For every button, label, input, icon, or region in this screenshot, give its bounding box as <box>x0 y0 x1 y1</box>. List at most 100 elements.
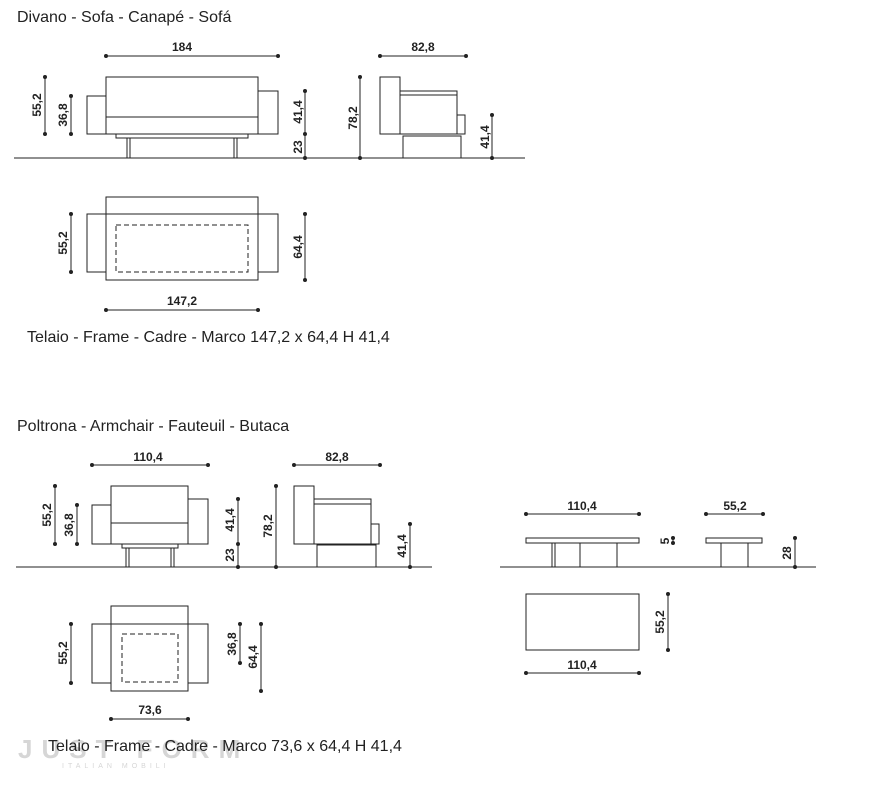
sofa-side-depth-dimension: 82,8 <box>378 40 468 58</box>
sofa-base-plate <box>115 133 249 139</box>
table-side-view <box>705 537 763 568</box>
sofa-side-arm-height-dimension: 41,4 <box>478 113 494 160</box>
sofa-height-dimension: 55,2 <box>30 75 47 136</box>
dim-label: 41,4 <box>291 100 305 124</box>
sofa-leg-height-dimension: 23 <box>291 134 307 160</box>
dim-label: 110,4 <box>133 450 163 464</box>
table-plan-width-dimension: 55,2 <box>653 592 670 652</box>
sofa-plan-right-arm <box>257 213 279 273</box>
dim-label: 64,4 <box>291 235 305 259</box>
sofa-width-dimension: 184 <box>104 40 280 58</box>
armchair-side-view <box>293 485 380 568</box>
sofa-front-view <box>14 76 525 159</box>
armchair-leg-height-dimension: 23 <box>223 544 240 569</box>
armchair-width-dimension: 110,4 <box>90 450 210 467</box>
armchair-frame-note: Telaio - Frame - Cadre - Marco 73,6 x 64… <box>48 738 402 755</box>
armchair-front-view <box>16 485 432 568</box>
table-front-view <box>500 537 816 568</box>
dim-label: 73,6 <box>138 703 162 717</box>
dim-label: 110,4 <box>567 658 597 672</box>
dim-label: 41,4 <box>223 508 237 532</box>
sofa-section-title: Divano - Sofa - Canapé - Sofá <box>17 9 232 26</box>
dim-label: 41,4 <box>478 125 492 149</box>
sofa-plan-frame-width-dimension: 147,2 <box>104 294 260 312</box>
dim-label: 184 <box>172 40 192 54</box>
sofa-arm-height-dimension: 41,4 <box>291 89 307 136</box>
dim-label: 55,2 <box>30 93 44 117</box>
armchair-side-height-dimension: 78,2 <box>261 484 278 569</box>
table-top-thickness-dimension: 5 <box>658 536 675 545</box>
armchair-arm-height-dimension: 41,4 <box>223 497 240 546</box>
dim-label: 55,2 <box>40 503 54 527</box>
armchair-side-seat <box>313 498 372 545</box>
armchair-plan-left-arm <box>91 623 113 684</box>
armchair-plan-view <box>91 605 209 692</box>
armchair-side-front <box>370 523 380 545</box>
sofa-side-seat <box>399 90 458 135</box>
table-plan-top <box>525 593 640 651</box>
dim-label: 41,4 <box>395 534 409 558</box>
armchair-plan-frame-width-dimension: 73,6 <box>109 703 190 721</box>
dim-label: 36,8 <box>62 513 76 537</box>
dim-label: 28 <box>780 546 794 560</box>
dim-label: 23 <box>291 140 305 154</box>
dim-label: 55,2 <box>723 499 747 513</box>
dim-label: 5 <box>658 537 672 544</box>
table-height-dimension: 28 <box>780 536 797 569</box>
dim-label: 110,4 <box>567 499 597 513</box>
armchair-section-title: Poltrona - Armchair - Fauteuil - Butaca <box>17 418 290 435</box>
armchair-left-arm <box>91 504 113 545</box>
armchair-plan-frame-outline <box>121 633 179 683</box>
sofa-backrest <box>105 76 259 135</box>
dim-label: 23 <box>223 548 237 562</box>
dim-label: 82,8 <box>411 40 435 54</box>
watermark-logo: JUST FORM <box>18 734 250 764</box>
table-plan-length-dimension: 110,4 <box>524 658 641 675</box>
armchair-plan-inner-depth-dimension: 36,8 <box>225 622 242 665</box>
table-width-dimension: 55,2 <box>704 499 765 516</box>
table-plan-view <box>525 593 640 651</box>
table-top <box>525 537 640 544</box>
sofa-left-arm <box>86 95 108 135</box>
armchair-base-plate <box>121 543 179 549</box>
sofa-seat-height-dimension: 36,8 <box>56 94 73 136</box>
sofa-plan-frame-outline <box>115 224 249 273</box>
armchair-height-dimension: 55,2 <box>40 484 57 546</box>
sofa-side-height-dimension: 78,2 <box>346 75 362 160</box>
dim-label: 147,2 <box>167 294 197 308</box>
sofa-plan-frame-depth-dimension: 64,4 <box>291 212 307 282</box>
table-side-base <box>720 542 749 568</box>
armchair-backrest <box>110 485 189 545</box>
table-length-dimension: 110,4 <box>524 499 641 516</box>
armchair-plan-body <box>110 605 189 692</box>
armchair-plan-depth-dimension: 55,2 <box>56 622 73 685</box>
armchair-side-depth-dimension: 82,8 <box>292 450 382 467</box>
dim-label: 64,4 <box>246 645 260 669</box>
armchair-plan-frame-depth-dimension: 64,4 <box>246 622 263 693</box>
dim-label: 78,2 <box>261 514 275 538</box>
sofa-plan-body <box>105 196 259 281</box>
sofa-frame-note: Telaio - Frame - Cadre - Marco 147,2 x 6… <box>27 329 390 346</box>
dim-label: 55,2 <box>653 610 667 634</box>
dim-label: 82,8 <box>325 450 349 464</box>
dim-label: 36,8 <box>56 103 70 127</box>
sofa-plan-depth-dimension: 55,2 <box>56 212 73 274</box>
dim-label: 55,2 <box>56 231 70 255</box>
table-base <box>554 542 618 568</box>
table-side-top <box>705 537 763 544</box>
armchair-side-arm-height-dimension: 41,4 <box>395 522 412 569</box>
armchair-side-back <box>293 485 315 545</box>
armchair-right-arm <box>187 498 209 545</box>
dim-label: 78,2 <box>346 106 360 130</box>
sofa-side-back <box>379 76 401 135</box>
sofa-side-front <box>456 114 466 135</box>
sofa-side-base <box>402 135 462 159</box>
dim-label: 36,8 <box>225 632 239 656</box>
sofa-plan-view <box>86 196 279 281</box>
sofa-side-view <box>379 76 466 159</box>
sofa-right-arm <box>257 90 279 135</box>
armchair-plan-right-arm <box>187 623 209 684</box>
armchair-seat-height-dimension: 36,8 <box>62 503 79 546</box>
sofa-plan-left-arm <box>86 213 108 273</box>
